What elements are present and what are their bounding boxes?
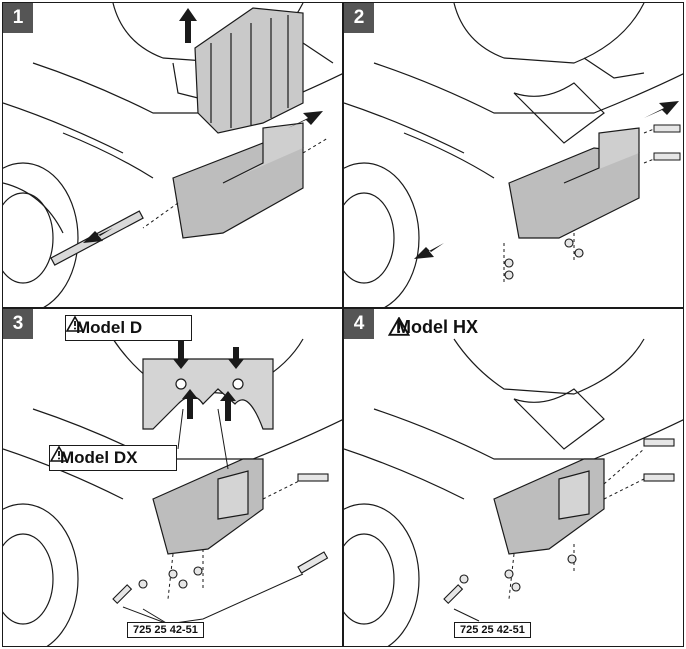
hitch-bracket (508, 127, 640, 239)
panel-step-4: 4 Model HX 725 25 42-51 (343, 308, 684, 647)
panel-step-3: 3 Model D Model DX 725 25 42-51 (2, 308, 343, 647)
panel-step-1: 1 (2, 2, 343, 308)
part-number-label: 725 25 42-51 (127, 622, 204, 638)
step-3-illustration (3, 338, 342, 646)
model-hx-title: Model HX (388, 317, 478, 338)
step-number-badge: 2 (344, 3, 374, 33)
model-dx-label: Model DX (60, 448, 138, 467)
step-number-badge: 3 (3, 309, 33, 339)
part-number-label: 725 25 42-51 (454, 622, 531, 638)
model-plate (142, 358, 274, 430)
right-arrow-icon (288, 111, 323, 128)
model-d-callout: Model D (65, 315, 192, 341)
step-number-badge: 1 (3, 3, 33, 33)
hitch-bracket (172, 122, 304, 239)
step-4-illustration (344, 338, 683, 646)
cover-plate (194, 7, 304, 134)
left-arrow-icon (414, 243, 444, 259)
step-number-badge: 4 (344, 309, 374, 339)
hitch-bracket (152, 458, 264, 555)
step-2-illustration (344, 3, 683, 307)
step-1-illustration (3, 3, 342, 307)
model-hx-label: Model HX (396, 317, 479, 337)
model-d-label: Model D (76, 318, 143, 337)
panel-step-2: 2 (343, 2, 684, 308)
model-dx-callout: Model DX (49, 445, 177, 471)
right-arrow-icon (644, 101, 679, 118)
left-arrow-icon (83, 228, 113, 243)
up-arrow-icon (179, 8, 197, 43)
hitch-bracket (493, 458, 605, 555)
